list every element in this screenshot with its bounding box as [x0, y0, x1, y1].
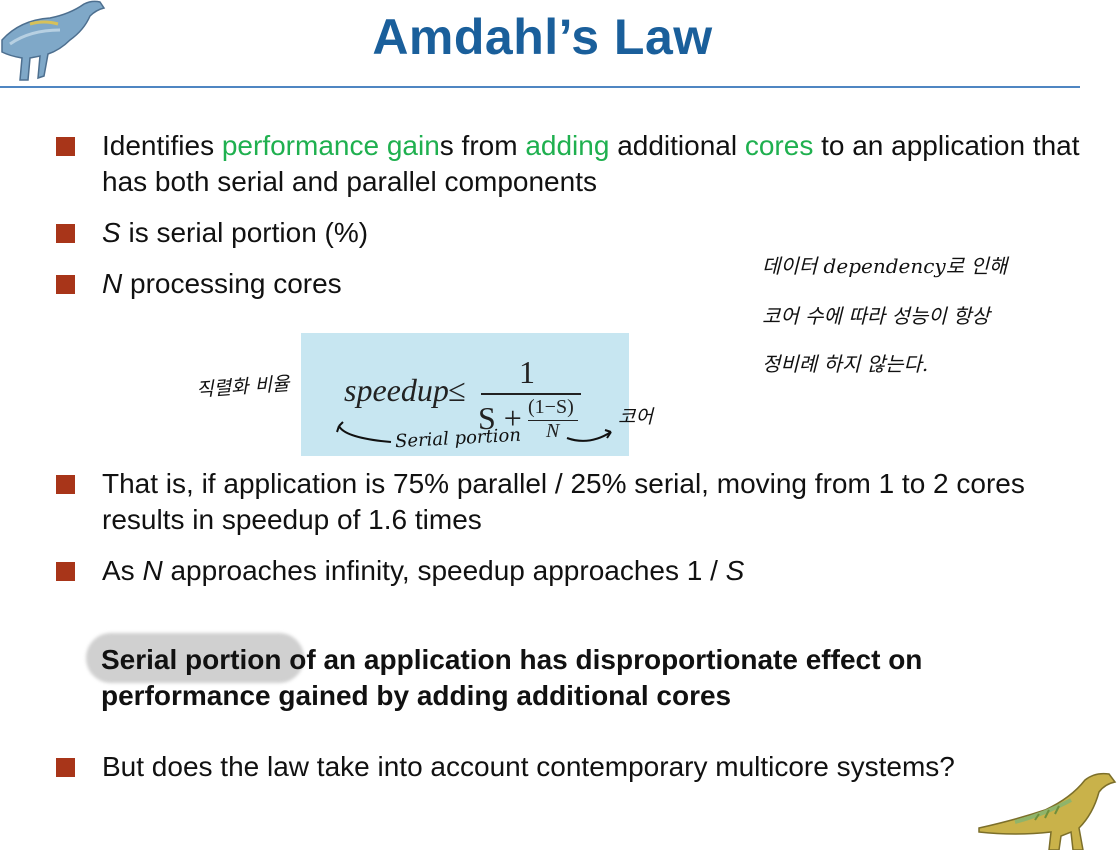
- dinosaur-logo-icon: [978, 772, 1117, 850]
- dinosaur-logo-icon: [1, 0, 106, 81]
- handwritten-core-note: 코어: [618, 406, 653, 428]
- inner-numerator: (1−S): [528, 396, 574, 418]
- inner-fraction-bar: [528, 420, 578, 421]
- formula-speedup: speedup: [344, 372, 449, 408]
- text-run: additional: [609, 130, 745, 161]
- bullet-square-icon: [56, 275, 75, 294]
- text-run: to an application that has both serial a…: [102, 130, 1080, 197]
- bullet-square-icon: [56, 224, 75, 243]
- text-run: s from: [439, 130, 526, 161]
- bullet-text: Identifies performance gains from adding…: [102, 128, 1096, 200]
- text-run: As: [102, 555, 143, 586]
- bullet-text: N processing cores: [102, 266, 1096, 302]
- variable-s: S: [102, 217, 121, 248]
- marker-highlight: [86, 633, 304, 683]
- bullet-text: But does the law take into account conte…: [102, 751, 955, 782]
- formula-numerator: 1: [519, 354, 535, 390]
- emphasis-statement: Serial portion of an application has dis…: [101, 644, 923, 711]
- handwritten-left-arrow-icon: [336, 421, 392, 443]
- text-run: is serial portion (%): [120, 217, 369, 248]
- bullet-square-icon: [56, 562, 75, 581]
- bullet-text: S is serial portion (%): [102, 215, 1096, 251]
- bullet-square-icon: [56, 758, 75, 777]
- formula-relation: ≤: [448, 372, 466, 408]
- text-run: processing cores: [122, 268, 342, 299]
- handwritten-right-arrow-icon: [566, 429, 612, 442]
- text-run: approaches infinity, speedup approaches …: [162, 555, 726, 586]
- bullet-square-icon: [56, 475, 75, 494]
- formula-denominator-prefix: S +: [478, 400, 522, 436]
- handwritten-serial-ratio-note: 직렬화 비율: [195, 372, 291, 402]
- highlight-cores: cores: [744, 130, 814, 161]
- bullet-text: That is, if application is 75% parallel …: [102, 468, 1025, 535]
- handwritten-dependency-line2: 코어 수에 따라 성능이 항상: [762, 304, 990, 328]
- formula-fraction-bar: [481, 393, 581, 395]
- inner-denominator: N: [546, 420, 560, 442]
- variable-n: N: [142, 555, 163, 586]
- variable-n: N: [102, 268, 123, 299]
- variable-s: S: [725, 555, 745, 586]
- bullet-square-icon: [56, 137, 75, 156]
- title-divider: [0, 86, 1080, 88]
- bullet-text: As N approaches infinity, speedup approa…: [102, 553, 1096, 589]
- slide-title: Amdahl’s Law: [372, 9, 713, 65]
- highlight-adding: adding: [525, 130, 610, 161]
- handwritten-dependency-line1: 데이터 dependency로 인해: [762, 254, 1008, 278]
- handwritten-dependency-line3: 정비례 하지 않는다.: [762, 352, 929, 376]
- text-run: Identifies: [102, 130, 222, 161]
- highlight-performance-gain: performance gain: [221, 130, 440, 161]
